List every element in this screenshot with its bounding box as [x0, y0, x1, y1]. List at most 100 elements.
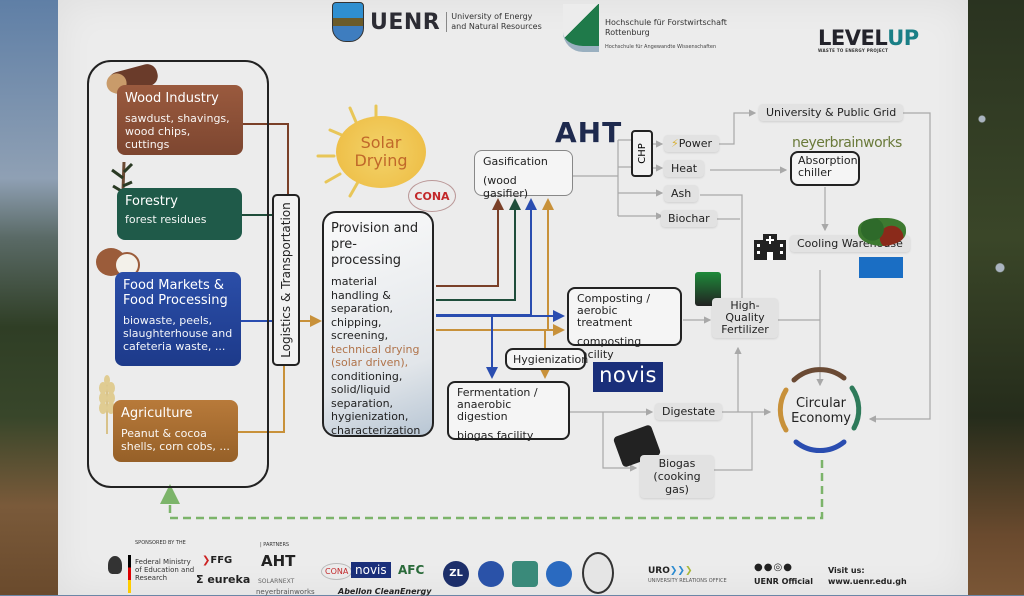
levelup-sub: WASTE TO ENERGY PROJECT	[818, 48, 889, 53]
website-link[interactable]: www.uenr.edu.gh	[828, 577, 907, 586]
german-flag-stripe	[128, 555, 131, 593]
output-power: ⚡Power	[664, 135, 719, 152]
fertilizer: High-Quality Fertilizer	[712, 298, 778, 338]
absorption-chiller-box: Absorption chiller	[790, 151, 860, 186]
source-title: Wood Industry	[125, 91, 219, 106]
aht-footer-logo: AHT	[261, 552, 296, 570]
provision-step: characterization	[331, 423, 421, 437]
hfr-logo: Hochschule für Forstwirtschaft Rottenbur…	[563, 4, 727, 52]
uro-label: URO	[648, 566, 670, 576]
output-heat: Heat	[664, 160, 705, 177]
levelup-word1: LEVEL	[818, 26, 888, 50]
provision-step-drying: technical drying (solar driven),	[331, 342, 420, 370]
vegetables-icon	[858, 218, 906, 246]
novis-footer-logo: novis	[351, 562, 391, 578]
ffg-logo: ❯FFG	[202, 555, 233, 566]
source-desc: biowaste, peels, slaughterhouse and cafe…	[123, 314, 233, 353]
line-agri	[238, 362, 285, 433]
partner-seal-4	[582, 552, 614, 594]
source-title: Forestry	[125, 194, 178, 209]
source-agriculture: Agriculture Peanut & cocoa shells, corn …	[113, 400, 238, 462]
cona-footer-logo: CONA	[321, 563, 353, 580]
facebook-icon[interactable]: ●	[754, 562, 764, 573]
youtube-icon[interactable]: ●	[783, 562, 793, 573]
source-forestry: Forestry forest residues	[117, 188, 242, 240]
uenr-abbr: UENR	[370, 9, 441, 35]
eureka-logo: Σ eureka	[196, 573, 251, 586]
afc-logo: AFC	[398, 563, 425, 577]
partner-seal-3	[546, 561, 572, 587]
uenr-crest-icon	[332, 2, 364, 42]
twitter-icon[interactable]: ●	[763, 562, 774, 573]
digestate: Digestate	[655, 403, 723, 420]
hygienization-box: Hygienization	[505, 348, 588, 370]
sponsored-by: SPONSORED BY THE	[135, 540, 186, 546]
source-desc: sawdust, shavings, wood chips, cuttings	[125, 112, 230, 151]
wheat-icon	[99, 375, 115, 434]
chp-box: CHP	[631, 130, 653, 177]
social-icons[interactable]: ●●◎●	[754, 562, 793, 573]
fish-icon	[859, 257, 903, 278]
hospital-icon	[754, 234, 786, 260]
solar-line2: Drying	[354, 151, 408, 170]
line-loop-back	[160, 460, 824, 520]
fermentation-sub: biogas facility	[457, 429, 534, 442]
output-label: Power	[678, 137, 712, 150]
gasification-sub: (wood gasifier)	[483, 174, 529, 200]
provision-box: Provision and pre-processing material ha…	[322, 211, 434, 437]
hfr-line1: Hochschule für Forstwirtschaft	[605, 18, 727, 27]
provision-title: Provision and pre-processing	[331, 221, 419, 268]
circular-economy-arrows	[777, 367, 862, 453]
instagram-icon[interactable]: ◎	[773, 562, 784, 573]
line-food-gas	[436, 198, 537, 316]
eureka-label: eureka	[207, 573, 251, 586]
source-wood-industry: Wood Industry sawdust, shavings, wood ch…	[117, 85, 243, 155]
logistics-box: Logistics & Transportation	[272, 194, 300, 366]
circular-economy-label: Circular Economy	[791, 396, 851, 426]
source-title: Food Markets & Food Processing	[123, 278, 228, 308]
hfr-line2: Rottenburg	[605, 28, 650, 37]
partners-heading: | PARTNERS	[260, 542, 290, 548]
hfr-mark-icon	[563, 4, 599, 52]
uro-logo: URO❯❯❯	[648, 566, 693, 576]
zl-logo: ZL	[443, 561, 469, 587]
university-grid: University & Public Grid	[759, 104, 904, 121]
cona-logo: CONA	[408, 180, 456, 212]
solarnext-logo: SOLARNEXT	[258, 578, 295, 585]
uenr-name: University of Energy and Natural Resourc…	[446, 12, 542, 32]
composting-sub: composting facility	[577, 335, 642, 361]
provision-step: material handling & separation,	[331, 275, 394, 315]
visit-label: Visit us:	[828, 566, 865, 575]
provision-step: chipping,	[331, 315, 382, 329]
neyerbrainworks-logo: neyerbrainworks	[792, 135, 902, 151]
partner-seal-1	[478, 561, 504, 587]
ffg-label: FFG	[210, 555, 233, 566]
chp-label: CHP	[636, 143, 648, 164]
partner-seal-2	[512, 561, 538, 587]
composting-box: Composting / aerobic treatment compostin…	[567, 287, 682, 361]
german-eagle-icon	[108, 556, 122, 574]
provision-step: hygienization,	[331, 410, 409, 423]
gasification-box: Gasification (wood gasifier)	[474, 150, 573, 200]
provision-step: conditioning,	[331, 369, 403, 383]
levelup-logo: LEVELUP WASTE TO ENERGY PROJECT	[818, 26, 919, 53]
levelup-word2: UP	[887, 26, 919, 50]
fermentation-title: Fermentation / anaerobic digestion	[457, 386, 538, 423]
sources-frame	[87, 60, 269, 488]
line-wood-gas	[436, 198, 504, 287]
abellon-logo: Abellon CleanEnergy	[338, 587, 432, 596]
fermentation-box: Fermentation / anaerobic digestion bioga…	[447, 381, 570, 442]
output-ash: Ash	[664, 185, 699, 202]
uro-sub: UNIVERSITY RELATIONS OFFICE	[648, 578, 727, 584]
social-handle: UENR Official	[754, 577, 813, 586]
uenr-name-line1: University of Energy	[451, 12, 533, 21]
source-desc: Peanut & cocoa shells, corn cobs, ...	[121, 427, 230, 453]
background-trees-right	[964, 0, 1024, 595]
gasification-title: Gasification	[483, 155, 548, 168]
biogas: Biogas (cooking gas)	[640, 455, 714, 498]
aht-logo: AHT	[555, 116, 623, 149]
background-trees-left	[0, 0, 62, 595]
source-desc: forest residues	[125, 213, 207, 226]
source-food-markets: Food Markets & Food Processing biowaste,…	[115, 272, 241, 366]
